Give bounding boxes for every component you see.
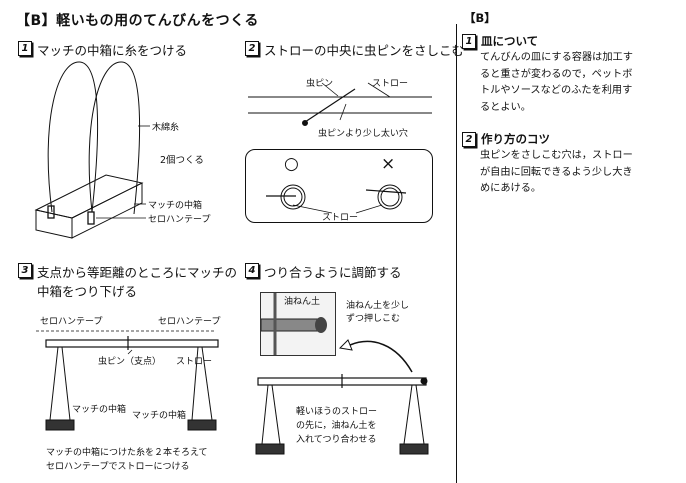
step-1-heading: 1 マッチの中箱に糸をつける <box>18 40 187 59</box>
fig3-tape-right-label: セロハンテープ <box>158 317 221 327</box>
fig3-fulcrum-label: 虫ピン（支点） <box>98 357 162 367</box>
fig2-circles <box>266 184 407 214</box>
note-1-number: 1 <box>462 34 476 49</box>
fig1-thread-label: 木綿糸 <box>152 123 180 133</box>
fig4-clay-label: 油ねん土 <box>284 297 321 307</box>
fig4-push-line-1: 油ねん土を少し <box>346 301 410 311</box>
fig4-drawing <box>255 339 429 455</box>
clay-photo-drawing <box>260 293 327 355</box>
fig1-tape-label: セロハンテープ <box>148 215 211 225</box>
note-1-line-3: トルやソースなどのふたを利用す <box>480 85 633 96</box>
fig4-note-line-1: 軽いほうのストロー <box>296 407 378 417</box>
fig3-box-left-label: マッチの中箱 <box>72 405 127 415</box>
fig2-comparison-box <box>245 149 433 223</box>
note-2-title: 作り方のコツ <box>481 132 550 146</box>
note-2-line-3: めにあける。 <box>480 183 542 194</box>
step-2-heading: 2 ストローの中央に虫ピンをさしこむ <box>245 40 464 59</box>
fig2-ng-mark: × <box>381 154 396 174</box>
fig4-push-line-2: ずつ押しこむ <box>346 314 401 324</box>
step-3-heading: 3 支点から等距離のところにマッチの中箱をつり下げる <box>18 262 238 300</box>
fig2-drawing <box>248 82 432 126</box>
note-1-body: てんびんの皿にする容器は加工す ると重さが変わるので，ペットボ トルやソースなど… <box>480 50 680 116</box>
page-title: 【B】軽いもの用のてんびんをつくる <box>16 13 259 29</box>
fig4-clay-photo <box>260 292 336 356</box>
fig1-drawing <box>34 61 150 239</box>
step-2-number: 2 <box>245 41 259 56</box>
note-2-body: 虫ピンをさしこむ穴は，ストロー が自由に回転できるよう少し大き めにあける。 <box>480 148 680 198</box>
right-panel-title: 【B】 <box>464 11 496 25</box>
fig3-caption-line-1: マッチの中箱につけた糸を２本そろえて <box>46 448 208 458</box>
note-2-heading: 2 作り方のコツ <box>462 131 550 147</box>
note-2-number: 2 <box>462 132 476 147</box>
fig2-straw-label: ストロー <box>372 79 409 89</box>
fig4-note-line-3: 入れてつり合わせる <box>296 435 377 445</box>
fig3-box-right-label: マッチの中箱 <box>132 411 187 421</box>
fig3-drawing <box>36 330 219 431</box>
fig2-hole-label: 虫ピンより少し太い穴 <box>318 129 408 139</box>
step-4-heading: 4 つり合うように調節する <box>245 262 402 281</box>
note-2-line-1: 虫ピンをさしこむ穴は，ストロー <box>480 150 633 161</box>
fig3-tape-left-label: セロハンテープ <box>40 317 103 327</box>
fig3-caption-line-2: セロハンテープでストローにつける <box>46 462 190 472</box>
fig3-straw-label: ストロー <box>176 357 213 367</box>
fig1-make-two-label: 2個つくる <box>160 155 204 166</box>
note-2-line-2: が自由に回転できるよう少し大き <box>480 166 633 178</box>
step-4-number: 4 <box>245 263 259 278</box>
note-1-title: 皿について <box>481 34 539 48</box>
fig2-ok-mark: ○ <box>284 154 299 174</box>
step-3-text: 支点から等距離のところにマッチの中箱をつり下げる <box>37 265 238 299</box>
step-3-number: 3 <box>18 263 32 278</box>
fig1-matchbox-label: マッチの中箱 <box>148 201 203 211</box>
step-4-text: つり合うように調節する <box>264 265 402 280</box>
step-1-number: 1 <box>18 41 32 56</box>
fig2-straw2-label: ストロー <box>322 213 359 223</box>
step-1-text: マッチの中箱に糸をつける <box>37 43 188 58</box>
note-1-line-1: てんびんの皿にする容器は加工す <box>480 52 633 63</box>
note-1-heading: 1 皿について <box>462 33 538 49</box>
note-1-line-2: ると重さが変わるので，ペットボ <box>480 68 633 80</box>
fig2-pin-label: 虫ピン <box>306 79 334 89</box>
fig4-note-line-2: の先に，油ねん土を <box>296 421 377 431</box>
note-1-line-4: るとよい。 <box>480 101 531 113</box>
step-2-text: ストローの中央に虫ピンをさしこむ <box>264 43 465 58</box>
right-panel-divider <box>456 24 457 483</box>
